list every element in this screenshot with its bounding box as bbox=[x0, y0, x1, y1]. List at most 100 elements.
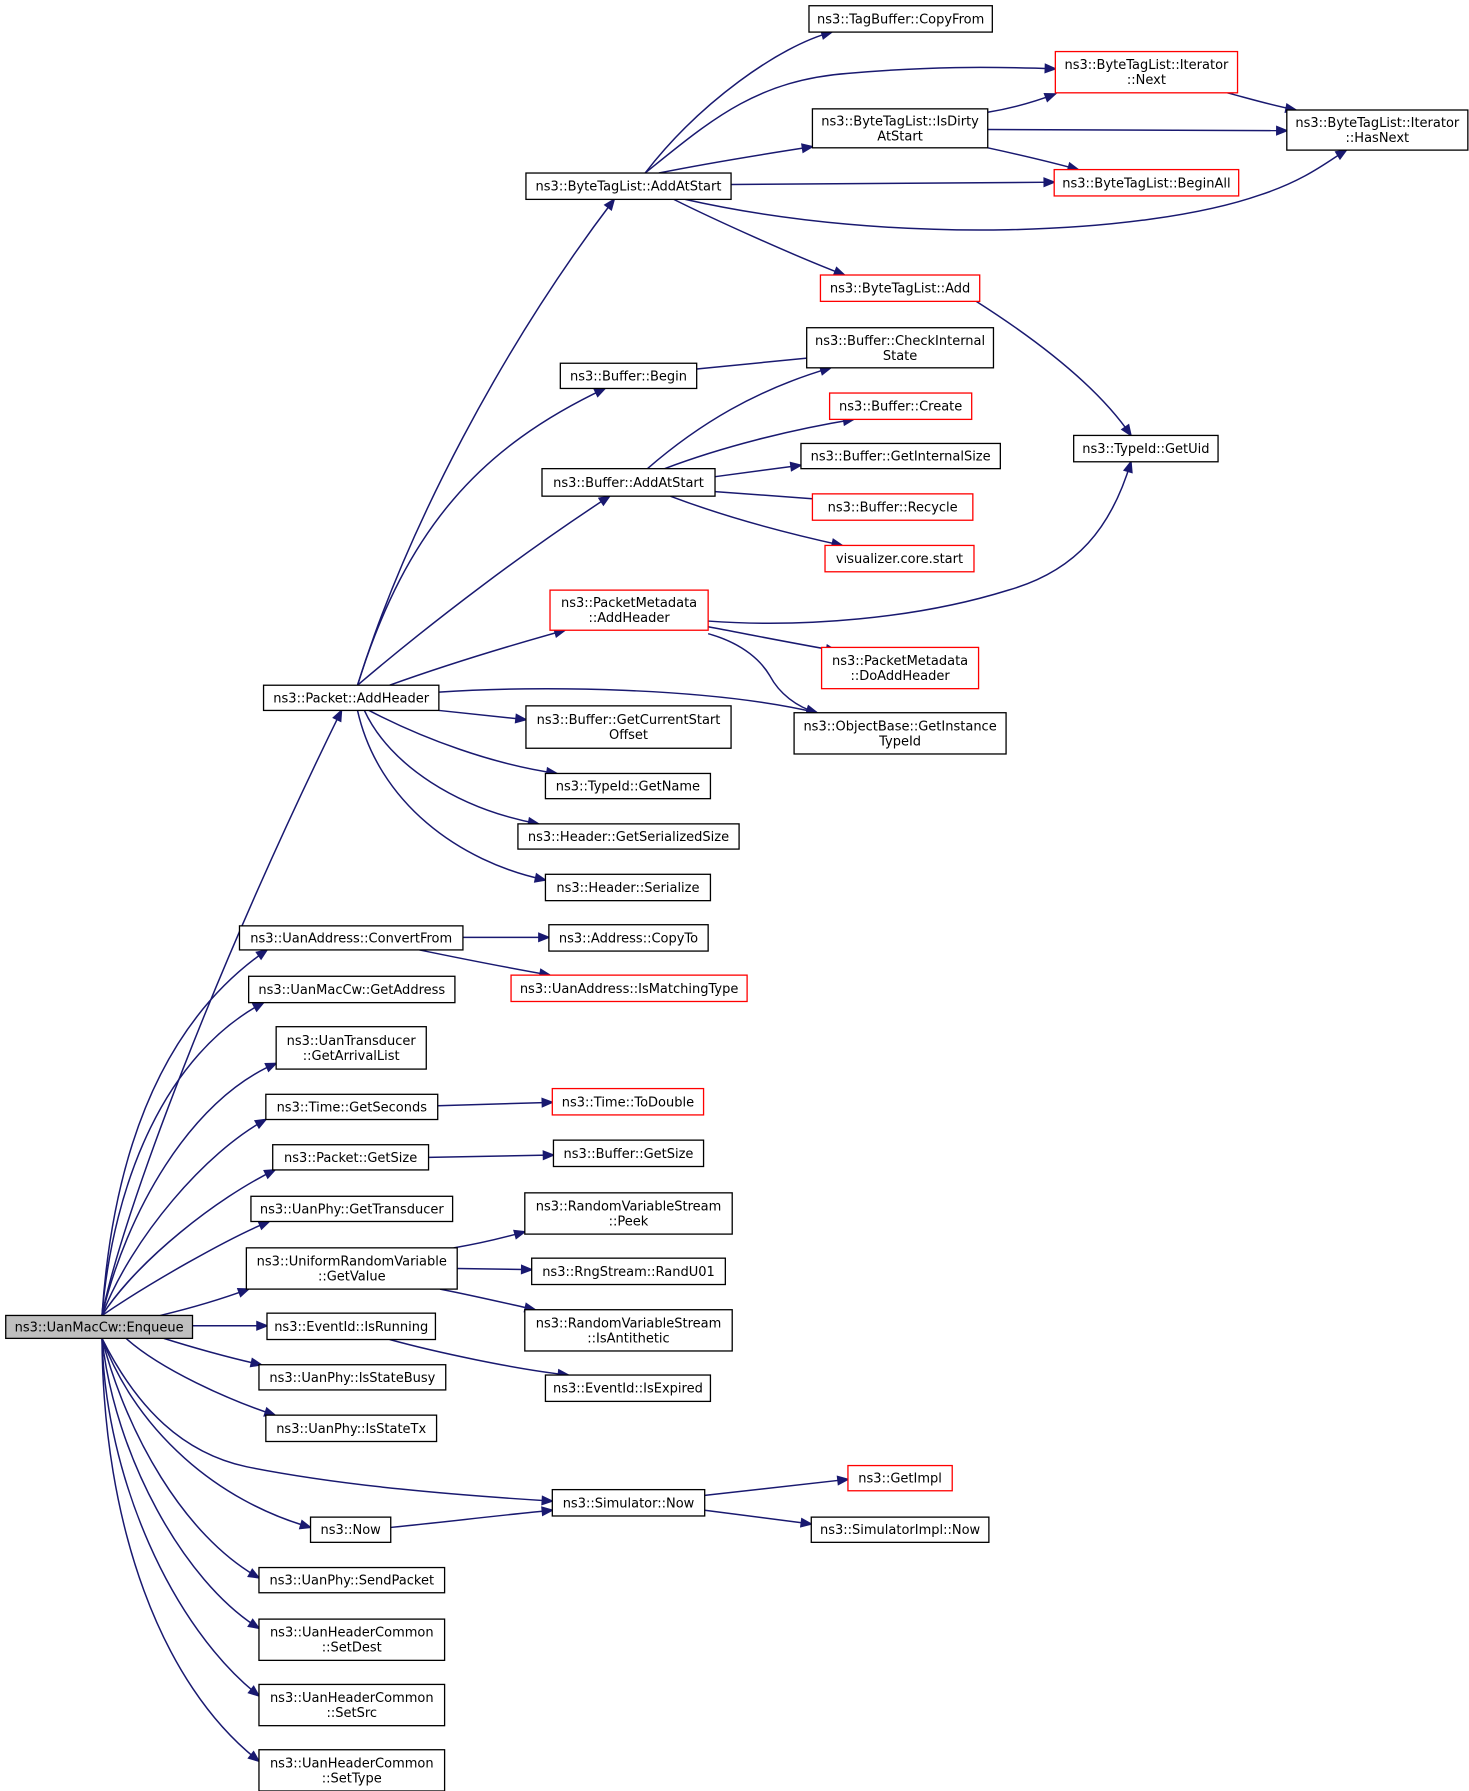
node-isrunning[interactable]: ns3::EventId::IsRunning bbox=[266, 1312, 437, 1341]
node-box[interactable] bbox=[810, 1516, 990, 1543]
node-isstatebusy[interactable]: ns3::UanPhy::IsStateBusy bbox=[258, 1364, 447, 1391]
node-enqueue[interactable]: ns3::UanMacCw::Enqueue bbox=[5, 1314, 194, 1340]
node-box[interactable] bbox=[847, 1464, 953, 1492]
node-box[interactable] bbox=[262, 684, 440, 712]
node-box[interactable] bbox=[828, 392, 973, 421]
node-box[interactable] bbox=[541, 468, 716, 497]
node-box[interactable] bbox=[275, 1026, 427, 1070]
node-settype[interactable]: ns3::UanHeaderCommon::SetType bbox=[258, 1749, 446, 1791]
node-box[interactable] bbox=[808, 5, 993, 33]
node-vizstart[interactable]: visualizer.core.start bbox=[824, 544, 975, 573]
node-btlitnext[interactable]: ns3::ByteTagList::Iterator::Next bbox=[1054, 50, 1239, 94]
node-btlithasnext[interactable]: ns3::ByteTagList::Iterator::HasNext bbox=[1286, 109, 1469, 151]
node-box[interactable] bbox=[531, 1257, 726, 1286]
node-bufcreate[interactable]: ns3::Buffer::Create bbox=[828, 392, 973, 421]
node-box[interactable] bbox=[1054, 50, 1239, 94]
node-box[interactable] bbox=[258, 1618, 446, 1662]
node-bufrecycle[interactable]: ns3::Buffer::Recycle bbox=[811, 493, 974, 521]
node-btlbeginall[interactable]: ns3::ByteTagList::BeginAll bbox=[1053, 168, 1240, 197]
node-isexpired[interactable]: ns3::EventId::IsExpired bbox=[544, 1374, 712, 1403]
node-box[interactable] bbox=[551, 1488, 706, 1517]
node-getimpl[interactable]: ns3::GetImpl bbox=[847, 1464, 953, 1492]
node-box[interactable] bbox=[265, 1414, 438, 1443]
node-box[interactable] bbox=[811, 493, 974, 521]
node-bufgetinternalsize[interactable]: ns3::Buffer::GetInternalSize bbox=[800, 442, 1001, 470]
node-now[interactable]: ns3::Now bbox=[309, 1516, 392, 1543]
node-box[interactable] bbox=[525, 172, 732, 201]
node-box[interactable] bbox=[552, 1139, 705, 1168]
node-box[interactable] bbox=[800, 442, 1001, 470]
node-simimplnow[interactable]: ns3::SimulatorImpl::Now bbox=[810, 1516, 990, 1543]
node-getseconds[interactable]: ns3::Time::GetSeconds bbox=[265, 1093, 439, 1121]
node-packetgetsize[interactable]: ns3::Packet::GetSize bbox=[272, 1144, 430, 1171]
node-box[interactable] bbox=[309, 1516, 392, 1543]
node-hdrgetserialized[interactable]: ns3::Header::GetSerializedSize bbox=[517, 823, 740, 850]
node-box[interactable] bbox=[250, 1195, 454, 1223]
node-hdrserialize[interactable]: ns3::Header::Serialize bbox=[544, 873, 712, 902]
node-randu01[interactable]: ns3::RngStream::RandU01 bbox=[531, 1257, 726, 1286]
node-pmdoaddheader[interactable]: ns3::PacketMetadata::DoAddHeader bbox=[820, 646, 980, 690]
node-pmaddheader[interactable]: ns3::PacketMetadata::AddHeader bbox=[549, 589, 709, 631]
node-todouble[interactable]: ns3::Time::ToDouble bbox=[551, 1087, 705, 1116]
node-box[interactable] bbox=[793, 712, 1007, 755]
node-box[interactable] bbox=[248, 975, 456, 1004]
node-btladdatstart[interactable]: ns3::ByteTagList::AddAtStart bbox=[525, 172, 732, 201]
node-box[interactable] bbox=[1073, 434, 1219, 463]
node-box[interactable] bbox=[258, 1364, 447, 1391]
node-box[interactable] bbox=[272, 1144, 430, 1171]
node-box[interactable] bbox=[258, 1683, 446, 1727]
node-box[interactable] bbox=[549, 589, 709, 631]
node-box[interactable] bbox=[824, 544, 975, 573]
node-getarrivallist[interactable]: ns3::UanTransducer::GetArrivalList bbox=[275, 1026, 427, 1070]
node-box[interactable] bbox=[1286, 109, 1469, 151]
node-bufbegin[interactable]: ns3::Buffer::Begin bbox=[559, 362, 698, 390]
node-box[interactable] bbox=[525, 705, 732, 749]
node-box[interactable] bbox=[258, 1749, 446, 1791]
node-box[interactable] bbox=[544, 1374, 712, 1403]
node-setdest[interactable]: ns3::UanHeaderCommon::SetDest bbox=[258, 1618, 446, 1662]
node-box[interactable] bbox=[258, 1566, 446, 1594]
node-setsrc[interactable]: ns3::UanHeaderCommon::SetSrc bbox=[258, 1683, 446, 1727]
node-box[interactable] bbox=[559, 362, 698, 390]
node-btladd[interactable]: ns3::ByteTagList::Add bbox=[819, 274, 981, 303]
node-box[interactable] bbox=[548, 924, 709, 952]
node-gettransducer[interactable]: ns3::UanPhy::GetTransducer bbox=[250, 1195, 454, 1223]
node-box[interactable] bbox=[544, 772, 712, 800]
node-box[interactable] bbox=[517, 823, 740, 850]
node-box[interactable] bbox=[806, 327, 995, 369]
node-box[interactable] bbox=[238, 925, 464, 951]
node-box[interactable] bbox=[524, 1192, 733, 1235]
node-bufgetsize[interactable]: ns3::Buffer::GetSize bbox=[552, 1139, 705, 1168]
node-box[interactable] bbox=[524, 1309, 733, 1352]
node-sendpacket[interactable]: ns3::UanPhy::SendPacket bbox=[258, 1566, 446, 1594]
node-box[interactable] bbox=[265, 1093, 439, 1121]
node-bufaddatstart[interactable]: ns3::Buffer::AddAtStart bbox=[541, 468, 716, 497]
node-box[interactable] bbox=[5, 1314, 194, 1340]
node-simnow[interactable]: ns3::Simulator::Now bbox=[551, 1488, 706, 1517]
node-box[interactable] bbox=[820, 646, 980, 690]
node-getvalue[interactable]: ns3::UniformRandomVariable::GetValue bbox=[245, 1247, 458, 1290]
node-box[interactable] bbox=[510, 974, 748, 1003]
node-typeidgetuid[interactable]: ns3::TypeId::GetUid bbox=[1073, 434, 1219, 463]
node-ismatchingtype[interactable]: ns3::UanAddress::IsMatchingType bbox=[510, 974, 748, 1003]
node-box[interactable] bbox=[551, 1087, 705, 1116]
node-getaddress[interactable]: ns3::UanMacCw::GetAddress bbox=[248, 975, 456, 1004]
node-box[interactable] bbox=[266, 1312, 437, 1341]
node-rvspeek[interactable]: ns3::RandomVariableStream::Peek bbox=[524, 1192, 733, 1235]
node-box[interactable] bbox=[245, 1247, 458, 1290]
node-addrcopyto[interactable]: ns3::Address::CopyTo bbox=[548, 924, 709, 952]
node-box[interactable] bbox=[811, 108, 989, 149]
node-typeidgetname[interactable]: ns3::TypeId::GetName bbox=[544, 772, 712, 800]
node-isantithetic[interactable]: ns3::RandomVariableStream::IsAntithetic bbox=[524, 1309, 733, 1352]
node-box[interactable] bbox=[1053, 168, 1240, 197]
node-addheader[interactable]: ns3::Packet::AddHeader bbox=[262, 684, 440, 712]
node-isstatetx[interactable]: ns3::UanPhy::IsStateTx bbox=[265, 1414, 438, 1443]
node-box[interactable] bbox=[819, 274, 981, 303]
node-convertfrom[interactable]: ns3::UanAddress::ConvertFrom bbox=[238, 925, 464, 951]
node-tagcopyfrom[interactable]: ns3::TagBuffer::CopyFrom bbox=[808, 5, 993, 33]
node-box[interactable] bbox=[544, 873, 712, 902]
